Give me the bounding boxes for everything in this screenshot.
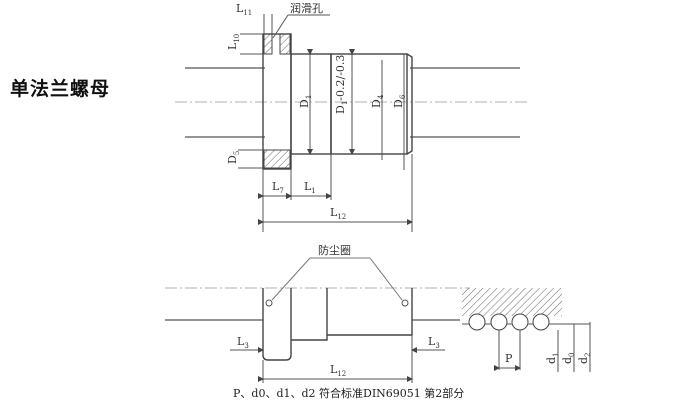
dim-L1: L1 xyxy=(304,180,316,195)
top-view: 润滑孔 L11 L10 D1 D1-0.2/-0.3 D4 D6 D5 L7 L… xyxy=(175,1,530,232)
dim-D1: D1 xyxy=(298,95,313,108)
dim-P: P xyxy=(505,352,513,365)
dim-D1-tolerance: D1-0.2/-0.3 xyxy=(334,55,349,114)
dim-d2: d2 xyxy=(577,352,592,364)
dim-L10: L10 xyxy=(226,34,241,50)
lubrication-hole-label: 润滑孔 xyxy=(290,1,323,15)
dim-L7: L7 xyxy=(272,180,284,195)
dim-D4: D4 xyxy=(370,94,385,108)
dim-d1: d1 xyxy=(545,352,560,364)
dim-D5: D5 xyxy=(226,151,241,164)
dim-L12-top: L12 xyxy=(330,206,346,221)
dim-L11: L11 xyxy=(236,2,252,17)
page-title: 单法兰螺母 xyxy=(10,78,111,100)
dim-L12-bottom: L12 xyxy=(330,363,346,378)
bottom-view: 防尘圈 L3 L3 L12 xyxy=(165,243,470,383)
dim-d0: d0 xyxy=(561,352,576,364)
dust-seal-label: 防尘圈 xyxy=(318,243,351,257)
dim-D6: D6 xyxy=(392,94,407,108)
standard-caption: P、d0、d1、d2 符合标准DIN69051 第2部分 xyxy=(233,387,465,400)
ball-detail-view: P d1 d0 d2 xyxy=(462,288,592,372)
dim-L3-right: L3 xyxy=(428,335,440,350)
dim-L3-left: L3 xyxy=(237,335,249,350)
